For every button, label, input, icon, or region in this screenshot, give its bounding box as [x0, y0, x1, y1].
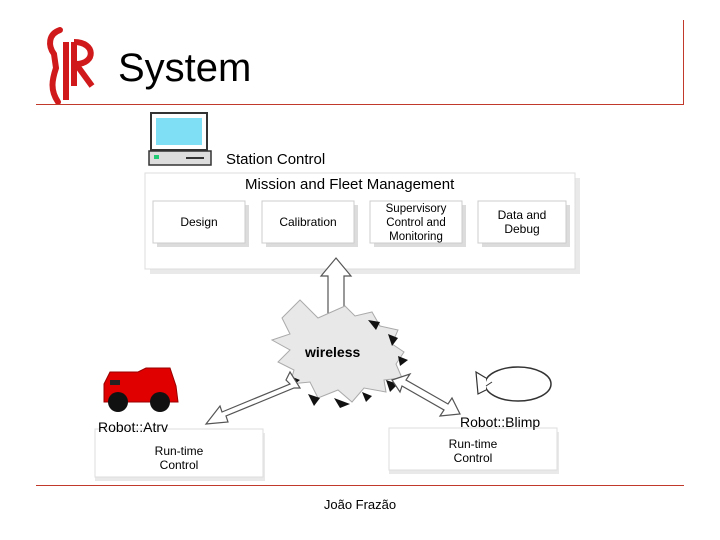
robot-blimp-label: Robot::Blimp	[460, 414, 541, 430]
module-supervisory: Supervisory Control and Monitoring	[385, 203, 447, 243]
robot-atrv-label: Robot::Atrv	[98, 419, 169, 435]
module-data-debug: Data and Debug	[497, 208, 547, 236]
computer-icon	[148, 112, 212, 166]
mission-label: Mission and Fleet Management	[245, 176, 455, 193]
module-boxes	[152, 200, 570, 247]
footer-author: João Frazão	[323, 497, 397, 512]
header-divider	[36, 104, 684, 105]
station-control-label: Station Control	[226, 151, 326, 168]
module-calibration: Calibration	[279, 215, 337, 229]
blimp-runtime-control: Run-time Control	[448, 437, 498, 465]
robot-rover-icon	[103, 367, 179, 412]
runtime-boxes	[94, 427, 559, 481]
link-arrow-atrv	[204, 370, 302, 425]
slide-title: System	[118, 46, 252, 90]
link-arrow-blimp	[391, 372, 461, 417]
blimp-icon	[475, 366, 552, 402]
atrv-runtime-control: Run-time Control	[154, 444, 204, 472]
wireless-label: wireless	[305, 344, 361, 360]
footer-divider	[36, 485, 684, 486]
module-design: Design	[180, 215, 218, 229]
header-right-rule	[683, 20, 684, 105]
isr-logo	[47, 27, 95, 105]
